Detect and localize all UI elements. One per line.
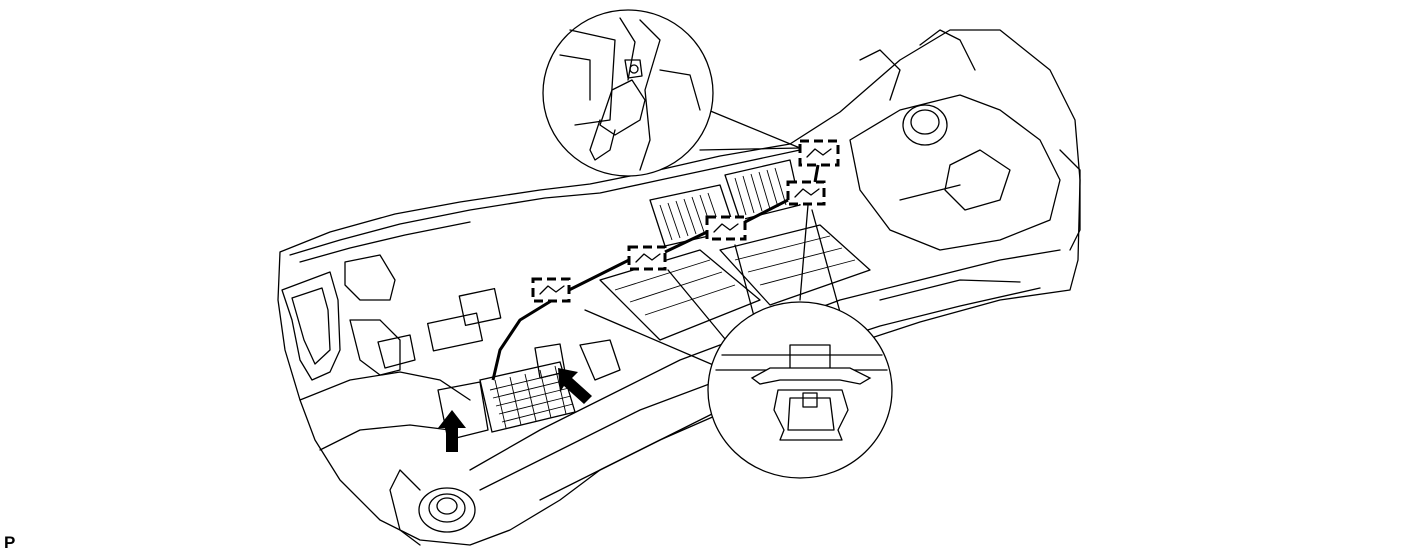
arrow-right <box>558 368 592 404</box>
arrow-left <box>438 410 466 452</box>
wire-harness-clamp-callout <box>542 9 801 177</box>
clip-detail-callout <box>584 204 893 479</box>
clip-marker-4 <box>786 180 826 206</box>
wire-harness <box>491 299 552 381</box>
page-code: P <box>4 533 16 552</box>
instrument-panel-body <box>277 29 1081 546</box>
clip-marker-3 <box>705 215 747 241</box>
clip-marker-5 <box>798 139 840 167</box>
clip-marker-1 <box>531 277 571 303</box>
clip-marker-2 <box>627 245 667 271</box>
junction-block <box>437 339 621 441</box>
